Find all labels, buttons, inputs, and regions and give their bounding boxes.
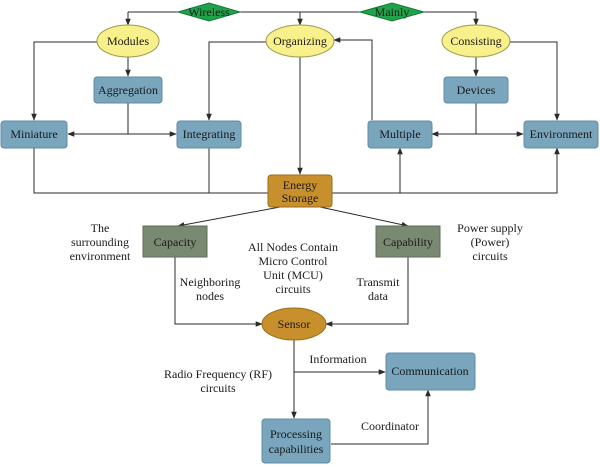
edge-processing-communication: [331, 389, 431, 445]
annotation-coordinator: Coordinator: [361, 419, 419, 433]
edge-energy-multiple: [332, 147, 403, 194]
annotation-neighboring: Neighboring nodes: [180, 275, 241, 303]
box-processing: Processing capabilities: [261, 418, 331, 464]
box-energy-storage-line2: Storage: [282, 191, 319, 205]
box-integrating-label: Integrating: [183, 127, 236, 141]
annotation-rf-line2: circuits: [200, 381, 236, 395]
ellipse-organizing-shape: [265, 24, 335, 58]
annotation-surrounding: The surrounding environment: [70, 221, 131, 263]
annotation-rf-line1: Radio Frequency (RF): [164, 367, 272, 381]
annotation-neighboring-line1: Neighboring: [180, 275, 241, 289]
box-aggregation-shape: [93, 76, 163, 104]
diamond-mainly-shape: [358, 2, 426, 22]
annotation-power-supply: Power supply (Power) circuits: [457, 221, 523, 263]
annotation-surrounding-line2: surrounding: [71, 235, 129, 249]
box-miniature-label: Miniature: [10, 127, 57, 141]
box-aggregation: Aggregation: [93, 76, 163, 104]
box-multiple-shape: [367, 120, 433, 149]
box-communication-shape: [385, 352, 476, 391]
box-environment-shape: [523, 120, 599, 149]
annotation-mcu: All Nodes Contain Micro Control Unit (MC…: [248, 240, 338, 296]
connectors: [31, 11, 560, 445]
annotation-transmit: Transmit data: [357, 275, 401, 303]
box-communication-label: Communication: [391, 364, 468, 378]
edge-multiple-organizing: [333, 37, 373, 120]
annotation-power-line3: circuits: [472, 249, 508, 263]
ellipse-consisting: Consisting: [441, 24, 511, 58]
box-integrating: Integrating: [176, 120, 242, 149]
ellipse-sensor-label: Sensor: [278, 317, 311, 331]
box-devices-label: Devices: [457, 83, 496, 97]
box-miniature: Miniature: [0, 120, 68, 149]
annotation-information: Information: [309, 352, 366, 366]
box-aggregation-label: Aggregation: [98, 83, 158, 97]
ellipse-sensor: Sensor: [261, 307, 327, 341]
annotation-power-line2: (Power): [471, 235, 510, 249]
box-capacity-label: Capacity: [154, 235, 197, 249]
ellipse-sensor-shape: [261, 307, 327, 341]
diamond-mainly-label: Mainly: [375, 5, 410, 19]
box-communication: Communication: [385, 352, 476, 391]
diamond-wireless: Wireless: [176, 2, 242, 22]
box-environment: Environment: [523, 120, 599, 149]
diamond-wireless-shape: [176, 2, 242, 22]
box-integrating-shape: [176, 120, 242, 149]
annotation-rf: Radio Frequency (RF) circuits: [164, 367, 272, 395]
annotation-neighboring-line2: nodes: [196, 289, 224, 303]
ellipse-modules-label: Modules: [107, 34, 149, 48]
box-devices-shape: [443, 76, 509, 104]
box-energy-storage-shape: [267, 174, 333, 208]
ellipse-consisting-shape: [441, 24, 511, 58]
ellipse-consisting-label: Consisting: [450, 34, 501, 48]
diamond-wireless-label: Wireless: [188, 5, 230, 19]
ellipse-modules-shape: [96, 24, 160, 58]
box-processing-line2: capabilities: [269, 442, 324, 456]
box-capacity: Capacity: [142, 225, 208, 258]
edge-energy-environment: [400, 147, 560, 194]
diamond-mainly: Mainly: [358, 2, 426, 22]
annotation-transmit-line2: data: [368, 289, 389, 303]
box-energy-storage: Energy Storage: [267, 174, 333, 208]
edge-miniature-energy: [33, 148, 268, 194]
edge-capacity-sensor: [174, 257, 263, 327]
ellipse-organizing: Organizing: [265, 24, 335, 58]
edge-energy-capacity: [177, 206, 281, 228]
box-capacity-shape: [142, 225, 208, 258]
annotation-surrounding-line3: environment: [70, 249, 131, 263]
edge-organizing-integrating: [206, 41, 268, 121]
annotation-mcu-line3: Unit (MCU): [263, 268, 323, 282]
annotation-power-line1: Power supply: [457, 221, 523, 235]
edge-energy-capability: [319, 206, 409, 228]
annotation-mcu-line1: All Nodes Contain: [248, 240, 338, 254]
edge-modules-miniature: [31, 41, 97, 121]
edge-capability-sensor: [325, 257, 409, 327]
box-energy-storage-line1: Energy: [283, 178, 317, 192]
box-capability: Capability: [375, 225, 441, 258]
annotation-surrounding-line1: The: [91, 221, 110, 235]
box-environment-label: Environment: [530, 127, 593, 141]
edge-consisting-environment: [510, 41, 560, 121]
ellipse-organizing-label: Organizing: [273, 34, 327, 48]
box-processing-line1: Processing: [270, 427, 322, 441]
annotation-mcu-line2: Micro Control: [259, 254, 329, 268]
annotation-mcu-line4: circuits: [275, 282, 311, 296]
box-devices: Devices: [443, 76, 509, 104]
box-processing-shape: [261, 418, 331, 464]
box-miniature-shape: [0, 120, 68, 149]
box-capability-label: Capability: [383, 235, 433, 249]
annotation-transmit-line1: Transmit: [357, 275, 401, 289]
box-multiple-label: Multiple: [379, 127, 420, 141]
ellipse-modules: Modules: [96, 24, 160, 58]
box-multiple: Multiple: [367, 120, 433, 149]
box-capability-shape: [375, 225, 441, 258]
